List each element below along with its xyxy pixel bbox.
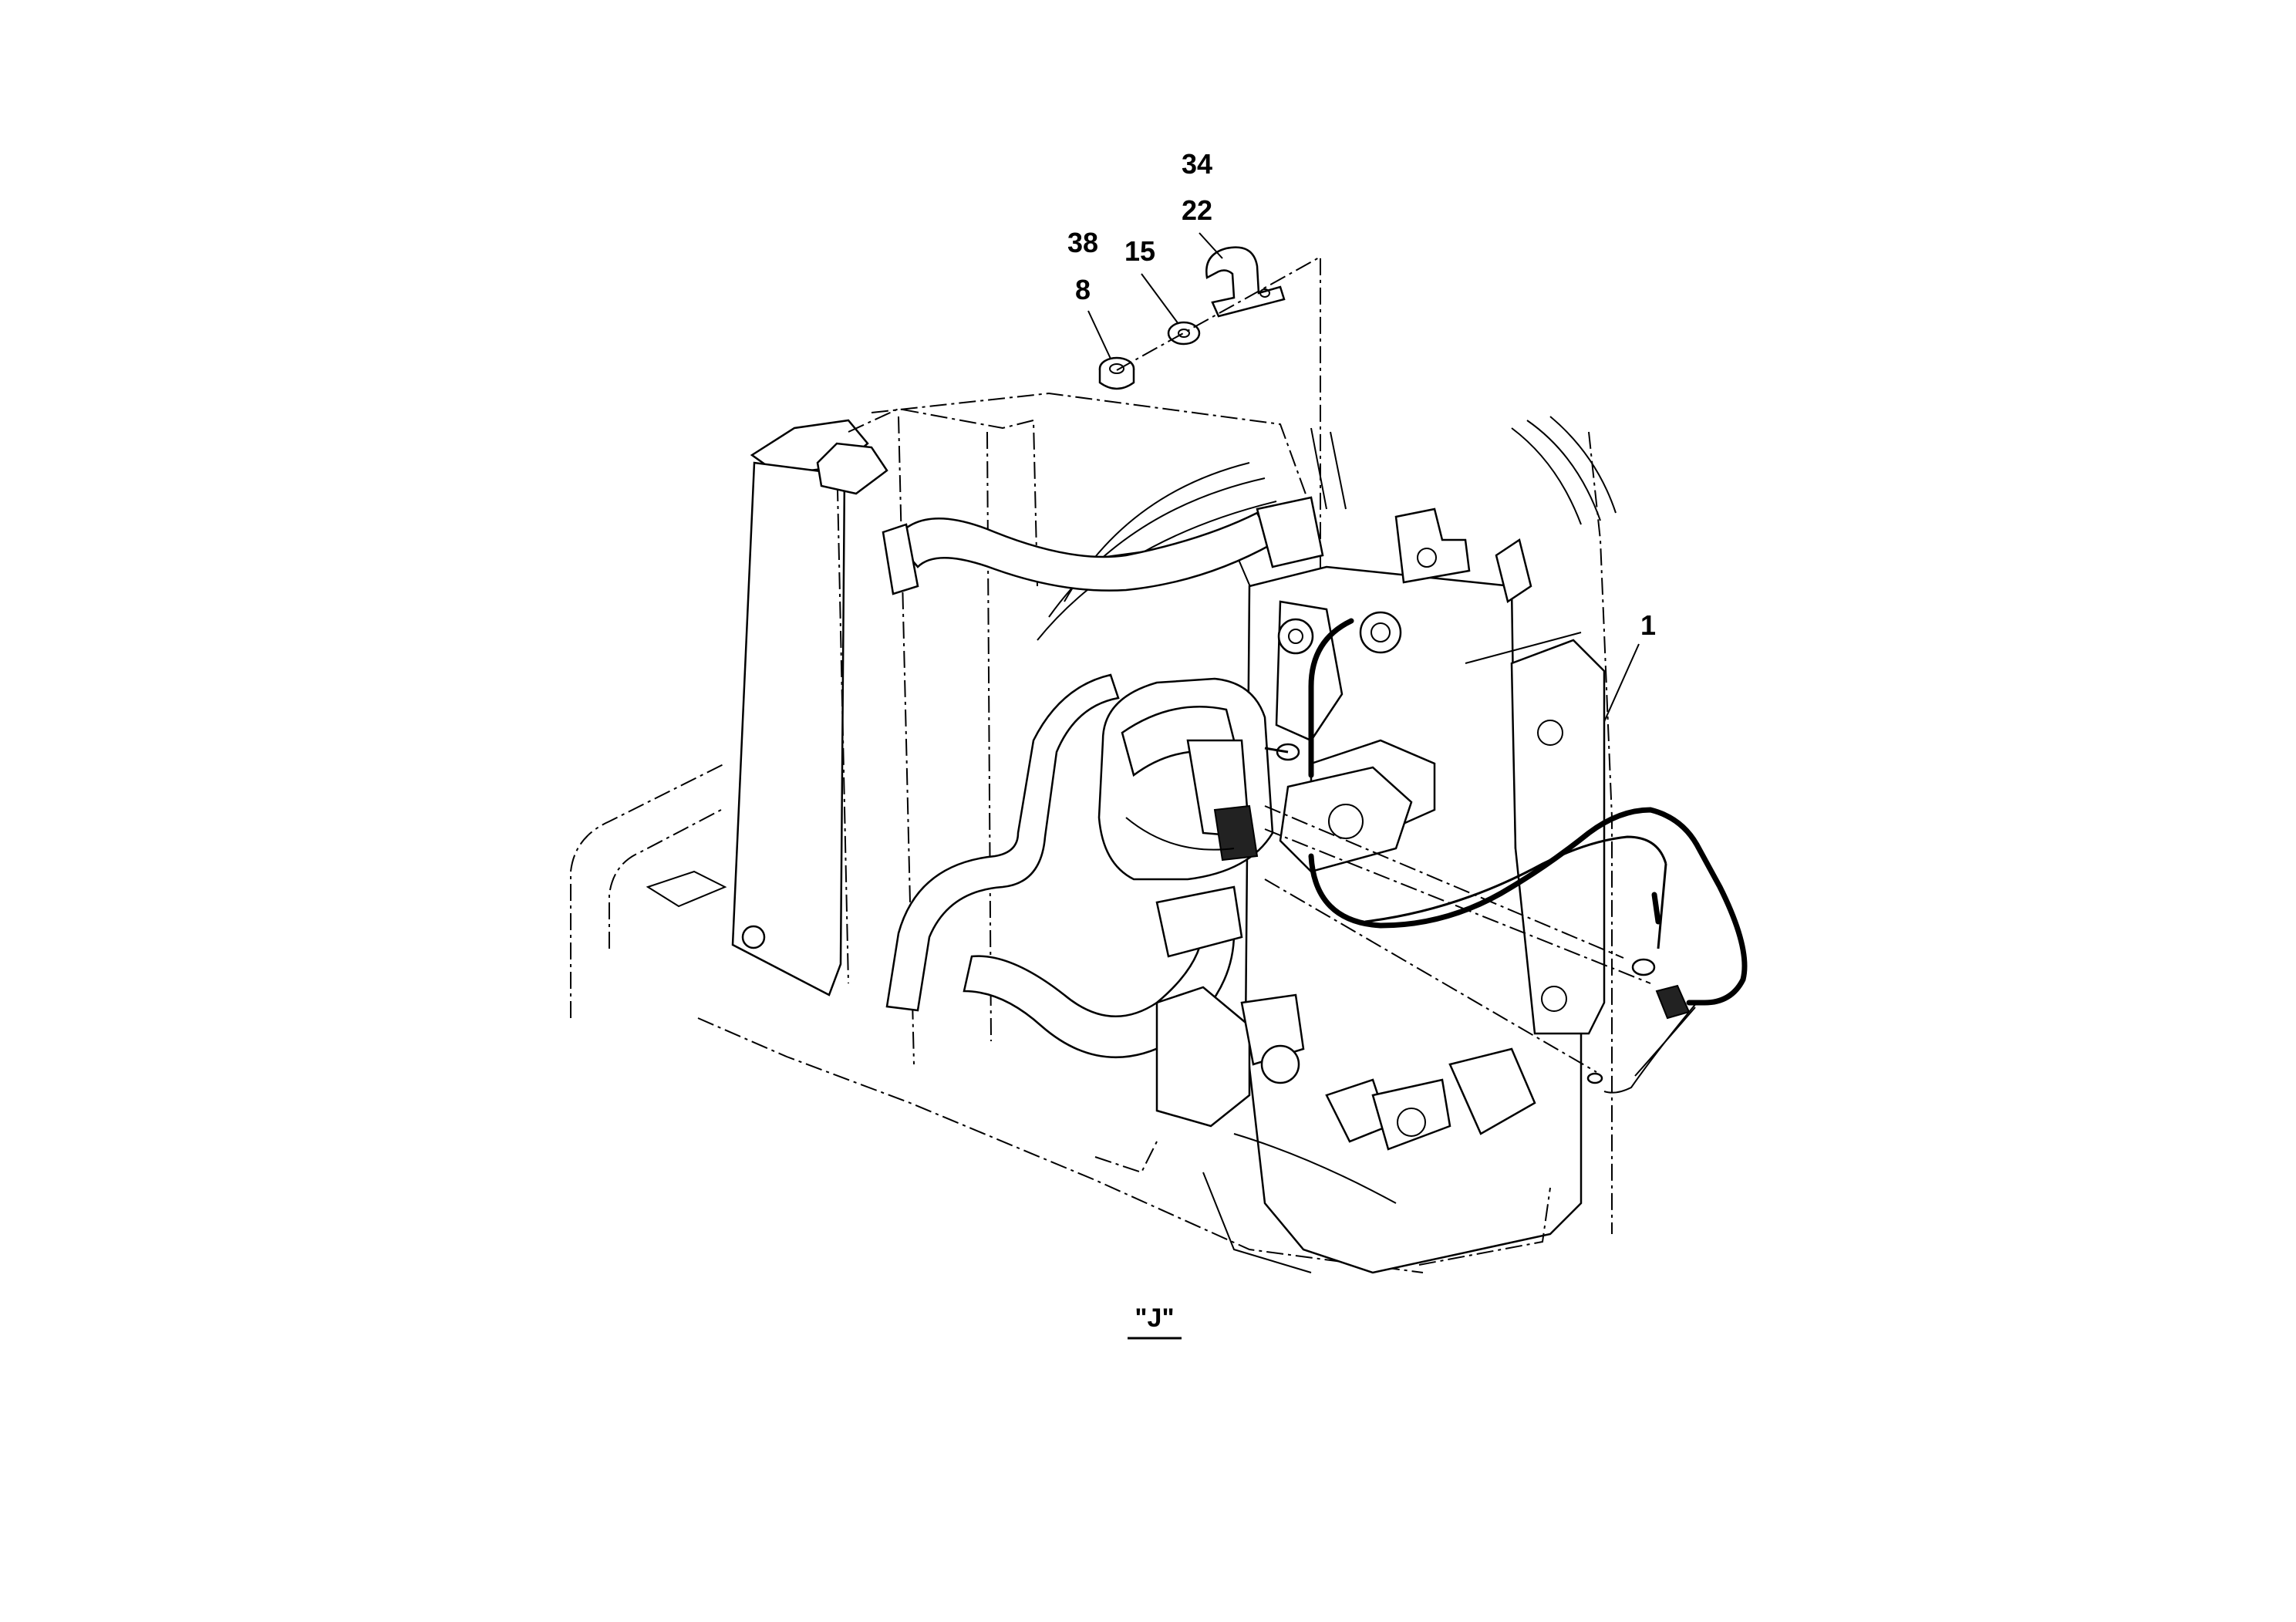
callout-8: 8 [1075, 274, 1091, 305]
engine-assembly [570, 392, 1617, 1274]
clamp-part-22 [1205, 246, 1286, 318]
leader-15 [1141, 273, 1179, 325]
leader-22 [1199, 232, 1223, 259]
callout-22: 22 [1182, 194, 1212, 226]
callout-34: 34 [1182, 148, 1212, 180]
leader-8 [1087, 310, 1111, 359]
washer-part-15 [1167, 321, 1201, 346]
view-label: "J" [1135, 1303, 1174, 1333]
callout-1: 1 [1640, 609, 1656, 641]
callout-38: 38 [1067, 227, 1098, 258]
nut-part-8 [1098, 356, 1135, 390]
assembly-centerline [1116, 255, 1321, 602]
callout-15: 15 [1124, 235, 1155, 267]
wire-harness-part-1 [1264, 618, 1748, 1094]
